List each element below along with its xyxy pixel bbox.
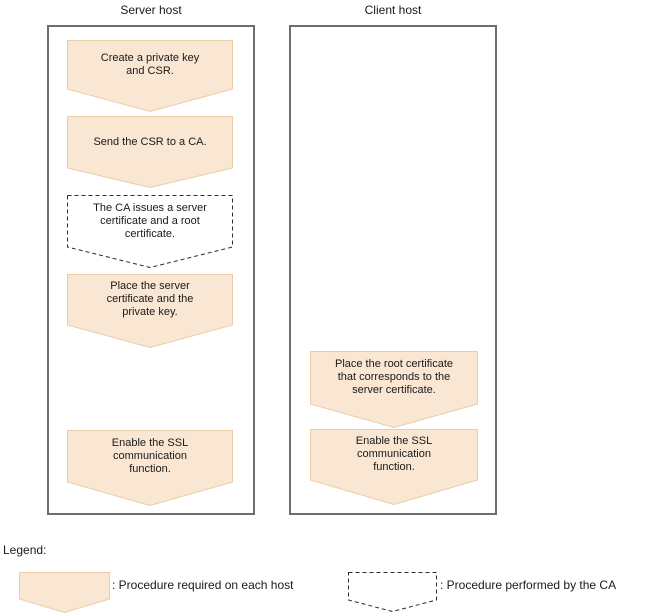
- legend-item-ca-label: : Procedure performed by the CA: [440, 578, 617, 592]
- legend-dashed-shape: [348, 572, 437, 612]
- step-place-root-certificate: Place the root certificate that correspo…: [310, 351, 478, 428]
- server-host-box: [47, 25, 255, 515]
- client-host-box: [289, 25, 497, 515]
- pentagon-shape: [67, 116, 233, 188]
- pentagon-shape: [67, 274, 233, 348]
- pentagon-dashed-shape: [348, 572, 437, 612]
- pentagon-shape: [310, 351, 478, 428]
- step-label: Send the CSR to a CA.: [93, 135, 207, 148]
- step-label: Enable the SSL communication function.: [111, 436, 189, 475]
- step-create-private-key-csr: Create a private key and CSR.: [67, 40, 233, 112]
- server-host-label: Server host: [120, 3, 182, 17]
- legend-item-required-label: : Procedure required on each host: [112, 578, 294, 592]
- step-ca-issues-certificates: The CA issues a server certificate and a…: [67, 195, 233, 268]
- pentagon-shape: [19, 572, 110, 613]
- legend-solid-shape: [19, 572, 110, 613]
- step-label: Create a private key and CSR.: [100, 51, 200, 77]
- step-label: Enable the SSL communication function.: [355, 435, 433, 473]
- step-send-csr-to-ca: Send the CSR to a CA.: [67, 116, 233, 188]
- pentagon-shape: [310, 429, 478, 505]
- pentagon-dashed-shape: [67, 195, 233, 268]
- step-enable-ssl-server: Enable the SSL communication function.: [67, 430, 233, 506]
- step-place-server-certificate: Place the server certificate and the pri…: [67, 274, 233, 348]
- step-label: The CA issues a server certificate and a…: [93, 201, 207, 240]
- pentagon-shape: [67, 430, 233, 506]
- step-label: Place the root certificate that correspo…: [334, 358, 453, 396]
- step-label: Place the server certificate and the pri…: [106, 280, 194, 318]
- step-enable-ssl-client: Enable the SSL communication function.: [310, 429, 478, 505]
- pentagon-shape: [67, 40, 233, 112]
- client-host-label: Client host: [364, 3, 422, 17]
- legend-title: Legend:: [3, 543, 47, 557]
